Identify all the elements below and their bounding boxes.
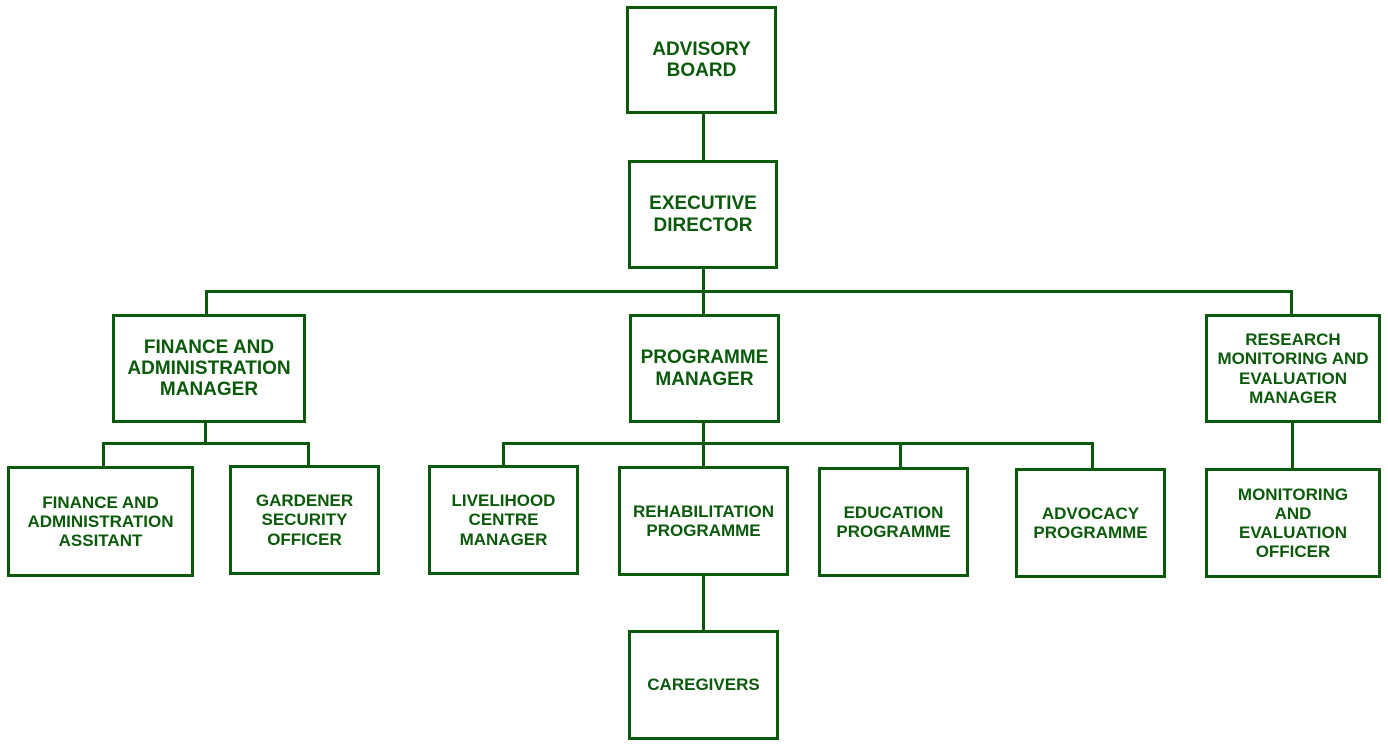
node-label: REHABILITATION PROGRAMME bbox=[632, 501, 775, 540]
connector-board-to-director bbox=[702, 112, 705, 162]
node-label: FINANCE AND ADMINISTRATION ASSITANT bbox=[27, 492, 174, 551]
node-advocacy-programme: ADVOCACY PROGRAMME bbox=[1015, 468, 1166, 578]
connector-to-gardener bbox=[307, 442, 310, 468]
connector-to-finance-manager bbox=[205, 290, 208, 316]
connector-programme-bus bbox=[502, 442, 1094, 445]
connector-director-down bbox=[702, 266, 705, 292]
node-label: RESEARCH MONITORING AND EVALUATION MANAG… bbox=[1217, 330, 1369, 407]
node-executive-director: EXECUTIVE DIRECTOR bbox=[628, 160, 778, 269]
node-finance-admin-manager: FINANCE AND ADMINISTRATION MANAGER bbox=[112, 314, 306, 423]
node-label: ADVISORY BOARD bbox=[652, 38, 751, 81]
connector-to-livelihood bbox=[502, 442, 505, 468]
connector-to-research-manager bbox=[1290, 290, 1293, 316]
node-label: MONITORING AND EVALUATION OFFICER bbox=[1237, 484, 1349, 562]
node-rehabilitation-programme: REHABILITATION PROGRAMME bbox=[618, 466, 789, 576]
node-programme-manager: PROGRAMME MANAGER bbox=[629, 314, 780, 423]
node-advisory-board: ADVISORY BOARD bbox=[626, 6, 777, 114]
node-livelihood-centre-manager: LIVELIHOOD CENTRE MANAGER bbox=[428, 465, 579, 575]
connector-managers-bus bbox=[205, 290, 1293, 293]
connector-programme-manager-down bbox=[702, 420, 705, 444]
node-gardener-security-officer: GARDENER SECURITY OFFICER bbox=[229, 465, 380, 575]
node-education-programme: EDUCATION PROGRAMME bbox=[818, 467, 969, 577]
node-label: EXECUTIVE DIRECTOR bbox=[649, 193, 757, 236]
connector-finance-manager-down bbox=[204, 420, 207, 444]
connector-to-advocacy bbox=[1091, 442, 1094, 468]
node-label: LIVELIHOOD CENTRE MANAGER bbox=[451, 491, 556, 549]
node-caregivers: CAREGIVERS bbox=[628, 630, 779, 740]
connector-research-to-officer bbox=[1291, 420, 1294, 470]
node-label: PROGRAMME MANAGER bbox=[640, 347, 769, 390]
connector-rehabilitation-to-caregivers bbox=[702, 574, 705, 632]
node-research-me-manager: RESEARCH MONITORING AND EVALUATION MANAG… bbox=[1205, 314, 1381, 423]
node-label: FINANCE AND ADMINISTRATION MANAGER bbox=[127, 336, 291, 401]
node-label: GARDENER SECURITY OFFICER bbox=[255, 491, 354, 549]
connector-to-finance-assistant bbox=[102, 442, 105, 468]
connector-to-education bbox=[899, 442, 902, 468]
connector-to-rehabilitation bbox=[702, 442, 705, 468]
node-label: CAREGIVERS bbox=[647, 675, 760, 695]
connector-to-programme-manager bbox=[702, 290, 705, 316]
node-label: ADVOCACY PROGRAMME bbox=[1033, 503, 1148, 542]
node-label: EDUCATION PROGRAMME bbox=[836, 502, 951, 541]
node-finance-admin-assistant: FINANCE AND ADMINISTRATION ASSITANT bbox=[7, 466, 194, 577]
connector-finance-bus bbox=[102, 442, 310, 445]
node-monitoring-evaluation-officer: MONITORING AND EVALUATION OFFICER bbox=[1205, 468, 1381, 578]
